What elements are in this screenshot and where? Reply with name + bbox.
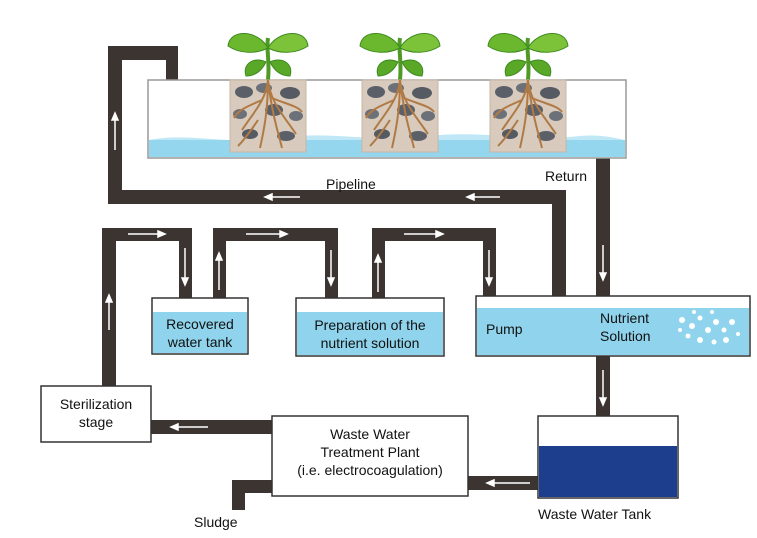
wwtp-box <box>271 415 469 497</box>
prep-nutrient-label: Preparation of the nutrient solution <box>314 317 426 351</box>
pipe-to-pump <box>552 190 566 326</box>
pump-label: Pump <box>486 321 523 337</box>
nutrient-solution-label: Nutrient Solution <box>600 310 651 344</box>
arrow-icon <box>104 111 608 488</box>
plant-icon <box>486 31 570 154</box>
nutrient-solution-tank <box>475 295 751 357</box>
plant-icon <box>226 31 310 154</box>
pipe-pipeline-horizontal <box>108 190 566 204</box>
nutrient-preparation-tank <box>295 297 445 357</box>
wwtp-label: Waste Water Treatment Plant (i.e. electr… <box>297 426 443 478</box>
return-label: Return <box>545 168 588 184</box>
recovered-water-tank <box>151 297 249 355</box>
plant-icon <box>358 31 442 154</box>
pipe-sludge-vertical <box>232 480 245 510</box>
pipe-return <box>596 158 610 304</box>
sterilization-label: Sterilization stage <box>59 396 133 430</box>
pipeline-label: Pipeline <box>326 176 376 192</box>
sludge-label: Sludge <box>194 514 238 530</box>
waste-water-tank <box>537 415 679 499</box>
sterilization-box <box>40 385 152 443</box>
pipe-top-horizontal <box>108 46 178 60</box>
waste-tank-label: Waste Water Tank <box>538 506 652 522</box>
bubbles-icon <box>678 310 740 345</box>
recovered-tank-label: Recovered water tank <box>166 316 234 350</box>
pipe-wwtp-to-sterilization <box>150 420 274 434</box>
